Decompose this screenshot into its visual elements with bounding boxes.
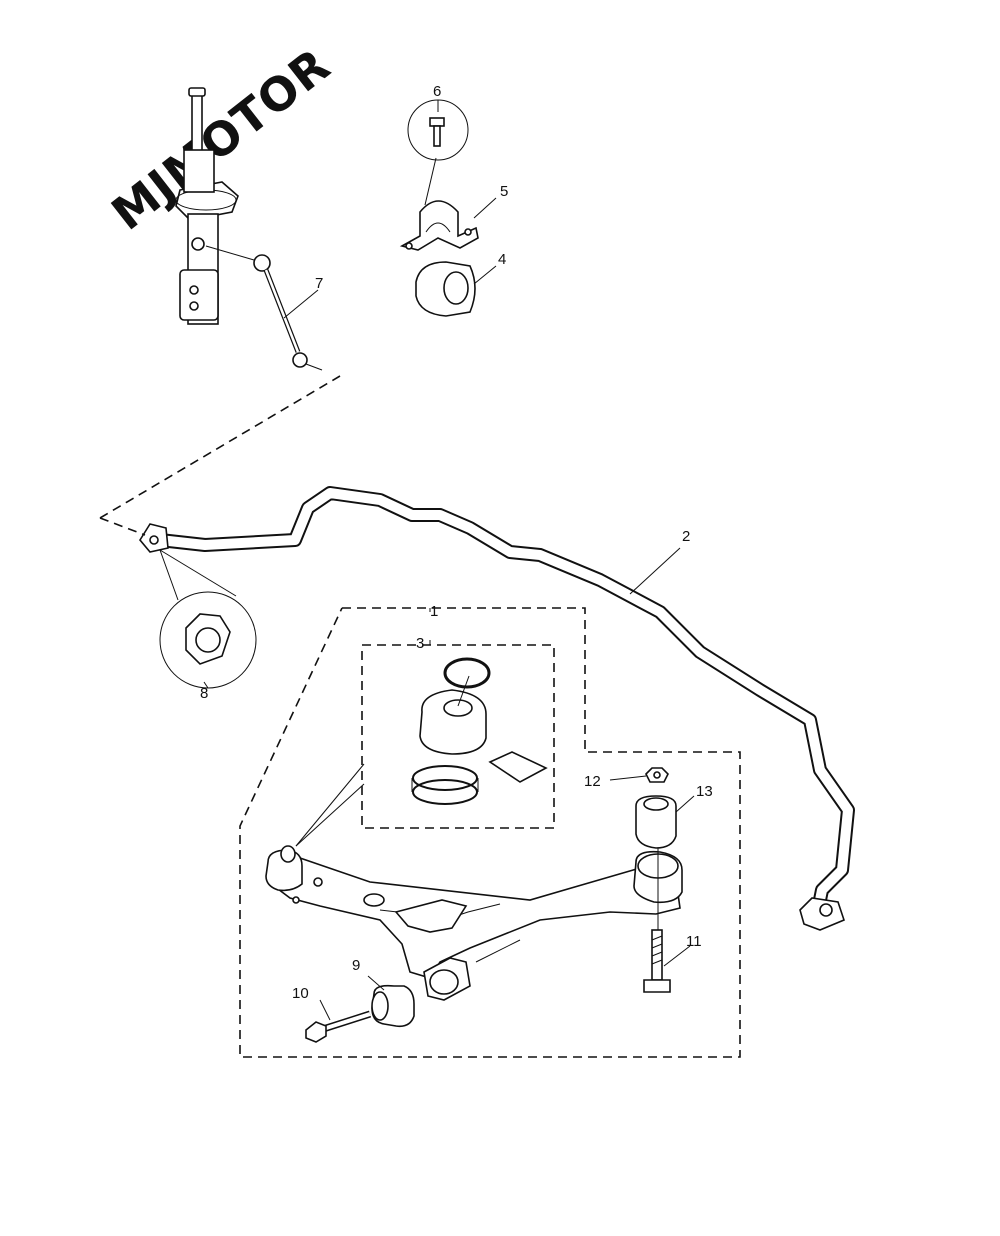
assembly-frames [99, 375, 741, 1058]
callout-1: 1 [430, 603, 438, 620]
callout-13: 13 [696, 783, 713, 800]
front-bushing [371, 984, 415, 1028]
callout-3: 3 [416, 635, 424, 652]
ball-joint-kit [411, 657, 548, 805]
callout-6: 6 [433, 83, 441, 100]
rear-bushing [635, 767, 677, 849]
leader-lines [203, 100, 695, 1021]
stabilizer-bar [139, 486, 855, 931]
callout-4: 4 [498, 251, 506, 268]
callout-11: 11 [686, 933, 702, 950]
callout-12: 12 [584, 773, 601, 790]
bushing-clamp [399, 200, 479, 251]
stabilizer-link [205, 245, 323, 371]
front-bolt [305, 1010, 372, 1043]
callout-2: 2 [682, 528, 690, 545]
callout-8: 8 [200, 685, 208, 702]
callout-numbers: 6 5 4 7 2 1 3 8 12 13 11 9 10 [200, 83, 713, 1002]
nut-detail [159, 549, 257, 689]
stabilizer-bushing [415, 261, 476, 317]
callout-10: 10 [292, 985, 309, 1002]
callout-5: 5 [500, 183, 508, 200]
lower-control-arm [265, 845, 683, 1001]
callout-9: 9 [352, 957, 360, 974]
callout-7: 7 [315, 275, 323, 292]
strut-assembly [175, 87, 239, 325]
rear-bolt [643, 929, 671, 993]
